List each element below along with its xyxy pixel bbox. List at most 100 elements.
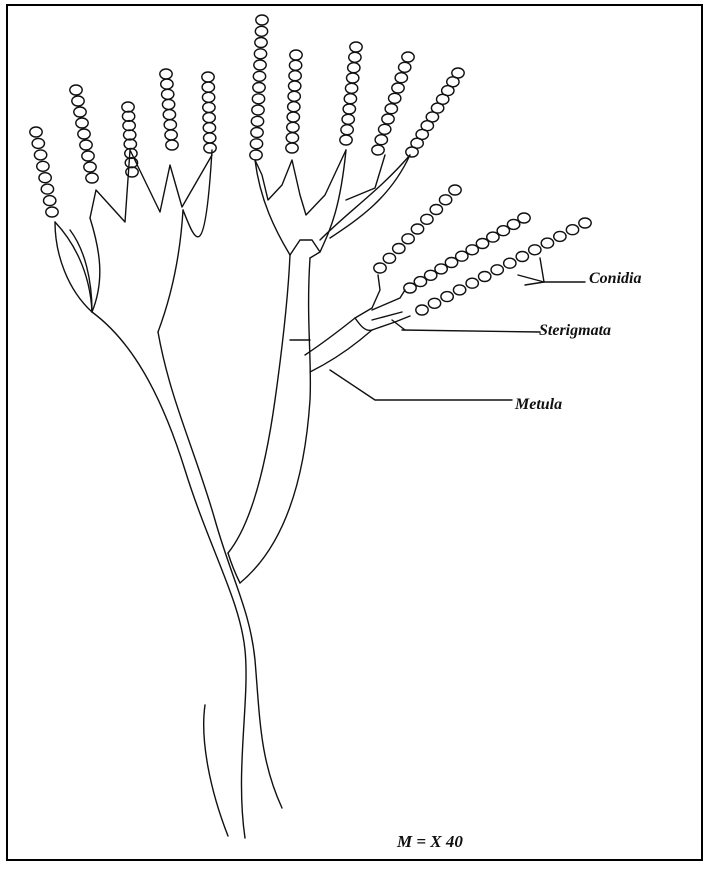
conidium [162, 99, 174, 109]
conidium [124, 130, 136, 140]
conidium [518, 213, 530, 223]
conidium [286, 133, 298, 143]
conidium [84, 162, 96, 172]
conidium [399, 62, 411, 72]
conidium [39, 173, 51, 183]
conidium [372, 145, 384, 155]
conidium [375, 135, 387, 145]
conidium [541, 238, 553, 248]
conidium [252, 105, 264, 115]
conidium [441, 292, 453, 302]
conidium [416, 305, 428, 315]
conidium [202, 82, 214, 92]
conidium [414, 277, 426, 287]
conidium [395, 73, 407, 83]
conidium [347, 73, 359, 83]
conidium [204, 143, 216, 153]
right-head [255, 150, 410, 340]
conidium [32, 138, 44, 148]
conidium [251, 116, 263, 126]
conidium [250, 139, 262, 149]
conidium [166, 140, 178, 150]
conidium [435, 264, 447, 274]
conidium [554, 231, 566, 241]
conidium [165, 130, 177, 140]
conidium [349, 52, 361, 62]
conidium [402, 52, 414, 62]
conidium [203, 123, 215, 133]
conidium [411, 224, 423, 234]
conidium [34, 150, 46, 160]
conidium [122, 111, 134, 121]
conidium [74, 107, 86, 117]
conidium [70, 85, 82, 95]
conidium [161, 79, 173, 89]
conidium [430, 205, 442, 215]
conidium [30, 127, 42, 137]
conidium [348, 63, 360, 73]
conidium [343, 104, 355, 114]
conidium [497, 226, 509, 236]
conidium [382, 114, 394, 124]
conidium [76, 118, 88, 128]
conidium [46, 207, 58, 217]
conidium [445, 258, 457, 268]
conidium [72, 96, 84, 106]
conidium [286, 143, 298, 153]
conidium [287, 112, 299, 122]
conidium [82, 151, 94, 161]
conidium [254, 60, 266, 70]
conidium [251, 128, 263, 138]
conidium [350, 42, 362, 52]
conidium [41, 184, 53, 194]
conidium [392, 83, 404, 93]
conidium [254, 49, 266, 59]
metula-label: Metula [515, 396, 562, 414]
conidium [342, 114, 354, 124]
conidia-label: Conidia [589, 270, 641, 288]
conidium [124, 139, 136, 149]
conidium [383, 253, 395, 263]
conidium [86, 173, 98, 183]
conidium [78, 129, 90, 139]
conidium [344, 94, 356, 104]
conidium [389, 93, 401, 103]
conidium [204, 133, 216, 143]
conidium [579, 218, 591, 228]
conidium [404, 283, 416, 293]
side-branch [305, 275, 410, 372]
conidium [253, 83, 265, 93]
conidium [289, 81, 301, 91]
conidium [479, 272, 491, 282]
conidium [466, 278, 478, 288]
conidium [406, 147, 418, 157]
conidium [402, 234, 414, 244]
conidium [449, 185, 461, 195]
conidium [256, 15, 268, 25]
conidium [250, 150, 262, 160]
conidium [202, 92, 214, 102]
conidium [341, 125, 353, 135]
conidium [491, 265, 503, 275]
conidium [379, 124, 391, 134]
magnification-label: M = X 40 [397, 832, 463, 852]
conidium [203, 113, 215, 123]
conidium [253, 71, 265, 81]
conidium [529, 245, 541, 255]
conidium [123, 121, 135, 131]
conidium [252, 94, 264, 104]
conidium [80, 140, 92, 150]
conidium [428, 298, 440, 308]
conidium [202, 72, 214, 82]
conidium [255, 26, 267, 36]
conidium [566, 225, 578, 235]
conidium [345, 83, 357, 93]
conidium [290, 50, 302, 60]
conidium [466, 245, 478, 255]
conidium [164, 120, 176, 130]
conidium [289, 71, 301, 81]
conidium [421, 214, 433, 224]
conidium [504, 258, 516, 268]
conidium [160, 69, 172, 79]
